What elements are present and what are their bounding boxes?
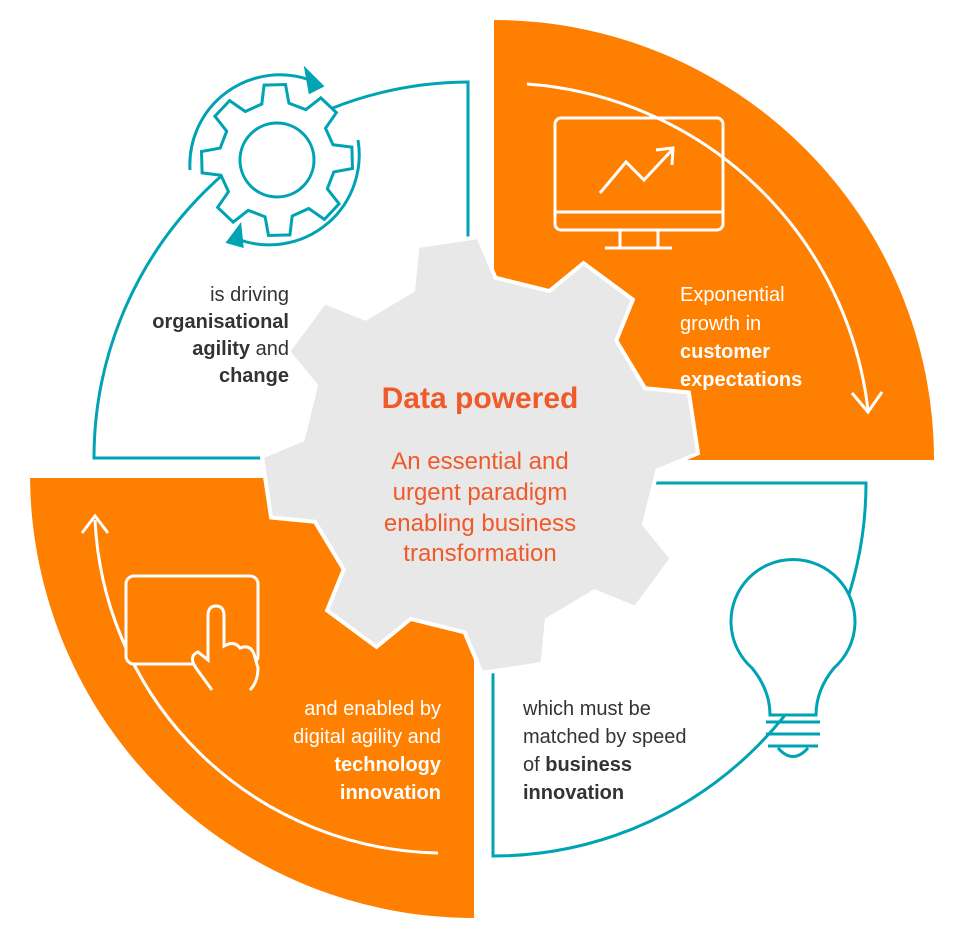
br-line-3: of business — [523, 754, 632, 776]
gear-cycle-icon — [188, 65, 361, 249]
br-line-2: matched by speed — [523, 726, 686, 748]
tr-line-3: customer — [680, 341, 770, 363]
center-line-4: transformation — [403, 540, 556, 567]
tr-line-4: expectations — [680, 369, 802, 391]
central-gear — [259, 234, 701, 676]
center-line-2: urgent paradigm — [393, 479, 568, 506]
lightbulb-icon — [729, 557, 857, 758]
center-line-1: An essential and — [391, 448, 568, 475]
bl-line-1: and enabled by — [304, 698, 441, 720]
tl-line-2: organisational — [152, 311, 289, 333]
bl-line-2: digital agility and — [293, 726, 441, 748]
quadrant-bottom-right — [491, 481, 868, 858]
tl-line-3-rest: and — [250, 338, 289, 360]
bl-line-4: innovation — [340, 782, 441, 804]
tl-line-3: agility and — [192, 338, 289, 360]
center-title: Data powered — [382, 382, 579, 415]
br-line-3-bold: business — [545, 754, 632, 776]
arrow-bottom-left — [93, 519, 439, 855]
monitor-chart-icon — [553, 116, 725, 250]
tl-line-3-bold: agility — [192, 338, 251, 360]
tl-line-4: change — [219, 365, 289, 387]
arrow-top-right — [526, 82, 870, 411]
touchscreen-hand-icon — [124, 574, 260, 692]
quadrant-top-left — [92, 80, 470, 460]
arrow-head-top-right — [850, 391, 884, 415]
br-line-3-pre: of — [523, 754, 545, 776]
br-line-4: innovation — [523, 782, 624, 804]
center-line-3: enabling business — [384, 510, 576, 537]
tr-line-1: Exponential — [680, 284, 785, 306]
br-line-1: which must be — [522, 698, 651, 720]
tl-line-1: is driving — [210, 284, 289, 306]
bl-line-3: technology — [334, 754, 442, 776]
tr-line-2: growth in — [680, 313, 761, 335]
arrow-head-bottom-left — [80, 513, 110, 534]
